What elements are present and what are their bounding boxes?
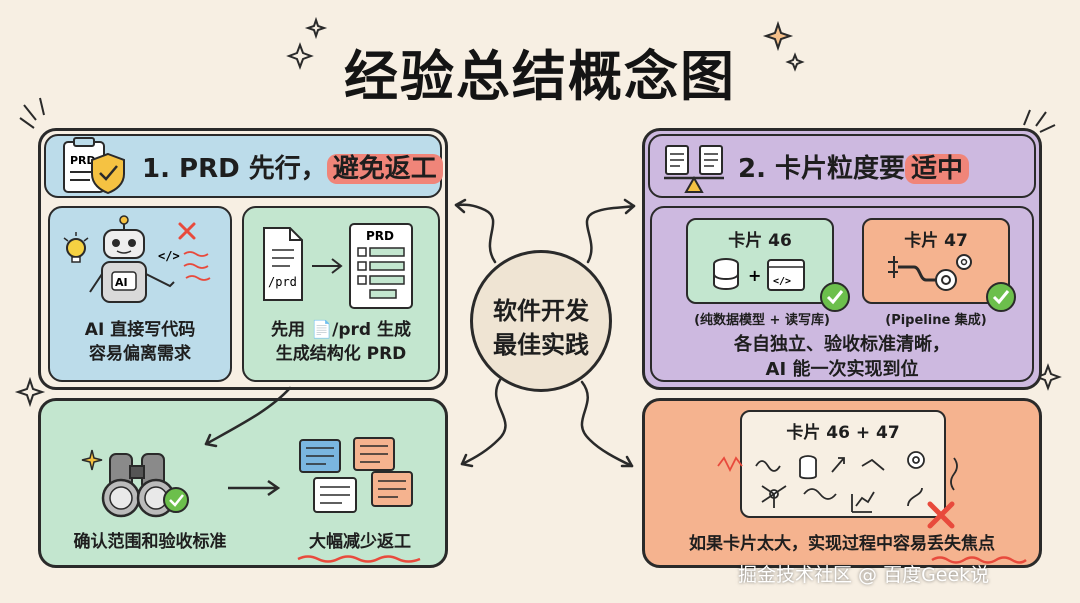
watermark: 掘金技术社区 @ 百度Geek说 <box>738 564 990 586</box>
center-line1: 软件开发 <box>493 297 589 325</box>
underline-squiggle <box>931 556 1027 564</box>
card-46: 卡片 46 <box>686 218 834 304</box>
underline-squiggle <box>297 555 421 563</box>
prd-shield-icon: PRD <box>63 137 125 195</box>
card-47-title: 卡片 47 <box>904 231 968 251</box>
card-47: 卡片 47 <box>862 218 1010 304</box>
prd-first-title-prefix: 1. PRD 先行， <box>142 154 327 184</box>
check-icon <box>986 282 1016 312</box>
prd-first-title-highlight: 避免返工 <box>326 154 443 184</box>
confirm-scope-caption: 确认范围和验收标准 <box>73 532 227 552</box>
ai-direct-code-line1: AI 直接写代码 <box>84 320 196 340</box>
prd-first-title: 1. PRD 先行，避免返工 <box>142 148 443 185</box>
summary-line2: AI 能一次实现到位 <box>765 359 919 380</box>
database-code-icon: + </> <box>713 258 805 291</box>
center-node: 软件开发 最佳实践 <box>470 250 612 392</box>
prd-file-label: /prd <box>268 275 297 289</box>
prd-command-line2: 生成结构化 PRD <box>275 344 407 364</box>
code-tag-label: </> <box>158 249 180 263</box>
summary-line1: 各自独立、验收标准清晰， <box>734 334 950 355</box>
prd-command-caption: 先用 📄/prd 生成 生成结构化 PRD <box>242 318 440 366</box>
card-46-title: 卡片 46 <box>728 231 792 251</box>
documents-check-icon <box>299 437 413 513</box>
cross-icon <box>927 501 955 529</box>
card-granularity-title: 2. 卡片粒度要适中 <box>738 148 970 185</box>
chaos-icons <box>717 451 958 513</box>
card-granularity-summary: 各自独立、验收标准清晰， AI 能一次实现到位 <box>650 332 1034 382</box>
card-too-large-caption: 如果卡片太大，实现过程中容易丢失焦点 <box>689 534 995 554</box>
document-to-prd-icon: /prd PRD <box>263 223 413 309</box>
reduce-rework-caption: 大幅减少返工 <box>309 532 411 552</box>
check-icon <box>820 282 850 312</box>
svg-text:PRD: PRD <box>70 154 96 167</box>
ai-direct-code-line2: 容易偏离需求 <box>89 344 191 364</box>
card-46-caption: (纯数据模型 + 读写库) <box>694 313 830 328</box>
card-granularity-title-prefix: 2. 卡片粒度要 <box>738 154 906 184</box>
card-46-plus: + <box>748 266 761 285</box>
card-46-code-label: </> <box>773 276 791 287</box>
arrow-right-icon <box>228 479 281 497</box>
reduce-rework-panel <box>38 398 448 568</box>
card-46-47-title: 卡片 46 + 47 <box>786 423 900 443</box>
center-line2: 最佳实践 <box>493 331 589 359</box>
prd-doc-label: PRD <box>366 229 394 243</box>
pipeline-gears-icon <box>888 254 972 291</box>
prd-command-line1: 先用 📄/prd 生成 <box>271 320 411 340</box>
binoculars-icon <box>81 449 189 518</box>
robot-icon: AI </> <box>63 215 211 303</box>
balance-scale-icon <box>664 145 724 193</box>
page-title: 经验总结概念图 <box>344 45 736 108</box>
ai-direct-code-caption: AI 直接写代码 容易偏离需求 <box>48 318 232 366</box>
card-granularity-title-highlight: 适中 <box>905 154 970 184</box>
card-47-caption: (Pipeline 集成) <box>885 313 987 328</box>
robot-ai-label: AI <box>115 276 128 289</box>
